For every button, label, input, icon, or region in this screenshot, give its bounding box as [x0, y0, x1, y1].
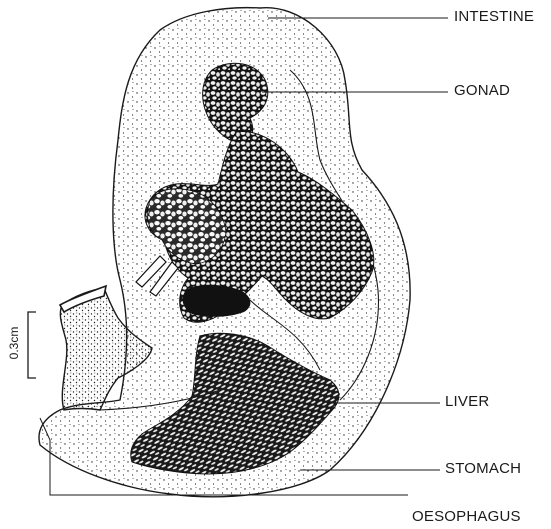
scale-bar-label: 0.3cm	[7, 323, 21, 363]
scale-bar	[28, 312, 36, 378]
gonad-label: GONAD	[454, 82, 510, 99]
oesophagus-label: OESOPHAGUS	[412, 508, 521, 525]
stomach-label: STOMACH	[445, 460, 521, 477]
liver-label: LIVER	[445, 393, 489, 410]
intestine-label: INTESTINE	[454, 8, 534, 25]
